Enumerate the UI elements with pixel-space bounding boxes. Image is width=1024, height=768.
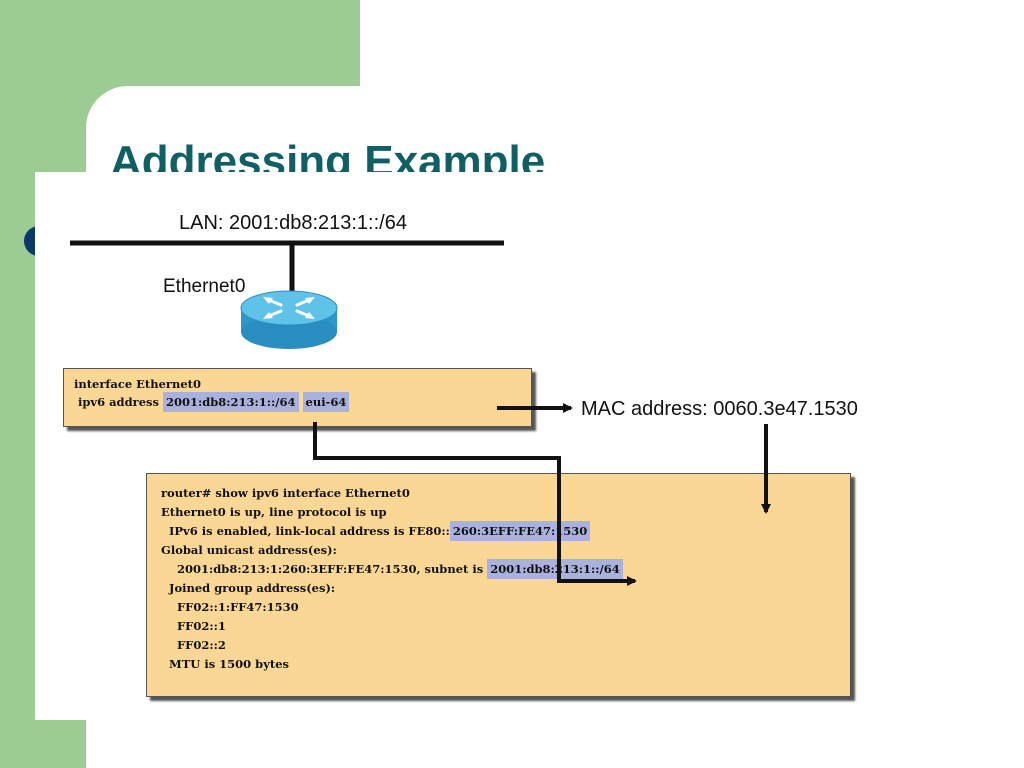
mac-address-label: MAC address: 0060.3e47.1530 (581, 398, 858, 420)
show-line-8: FF02::1 (161, 619, 226, 633)
show-line-5: 2001:db8:213:1:260:3EFF:FE47:1530, subne… (161, 559, 623, 579)
show-line-10: MTU is 1500 bytes (161, 657, 290, 671)
lan-label: LAN: 2001:db8:213:1::/64 (179, 212, 407, 234)
config-line-2: ipv6 address 2001:db8:213:1::/64 eui-64 (74, 392, 350, 412)
config-prefix-highlight: 2001:db8:213:1::/64 (162, 392, 299, 412)
diagram-lines (70, 240, 504, 349)
interface-label: Ethernet0 (163, 276, 246, 297)
link-local-highlight: 260:3EFF:FE47:1530 (449, 521, 591, 541)
show-line-9: FF02::2 (161, 638, 226, 652)
show-line-3-prefix: IPv6 is enabled, link-local address is F… (161, 524, 450, 538)
show-line-7: FF02::1:FF47:1530 (161, 600, 299, 614)
show-line-3: IPv6 is enabled, link-local address is F… (161, 521, 591, 541)
show-line-4: Global unicast address(es): (161, 543, 337, 557)
show-output-box: router# show ipv6 interface Ethernet0 Et… (146, 473, 851, 697)
subnet-highlight: 2001:db8:213:1::/64 (487, 559, 623, 579)
show-line-6: Joined group address(es): (161, 581, 336, 595)
config-box: interface Ethernet0 ipv6 address 2001:db… (63, 368, 532, 427)
show-line-1: router# show ipv6 interface Ethernet0 (161, 486, 410, 500)
router-icon (240, 290, 338, 349)
show-line-2: Ethernet0 is up, line protocol is up (161, 505, 387, 519)
show-line-5-prefix: 2001:db8:213:1:260:3EFF:FE47:1530, subne… (161, 562, 488, 576)
config-line-1: interface Ethernet0 (74, 377, 201, 391)
config-line-2-prefix: ipv6 address (74, 395, 163, 409)
config-eui-highlight: eui-64 (302, 392, 350, 412)
network-diagram: LAN: 2001:db8:213:1::/64 Ethernet0 MAC a… (35, 172, 1024, 720)
